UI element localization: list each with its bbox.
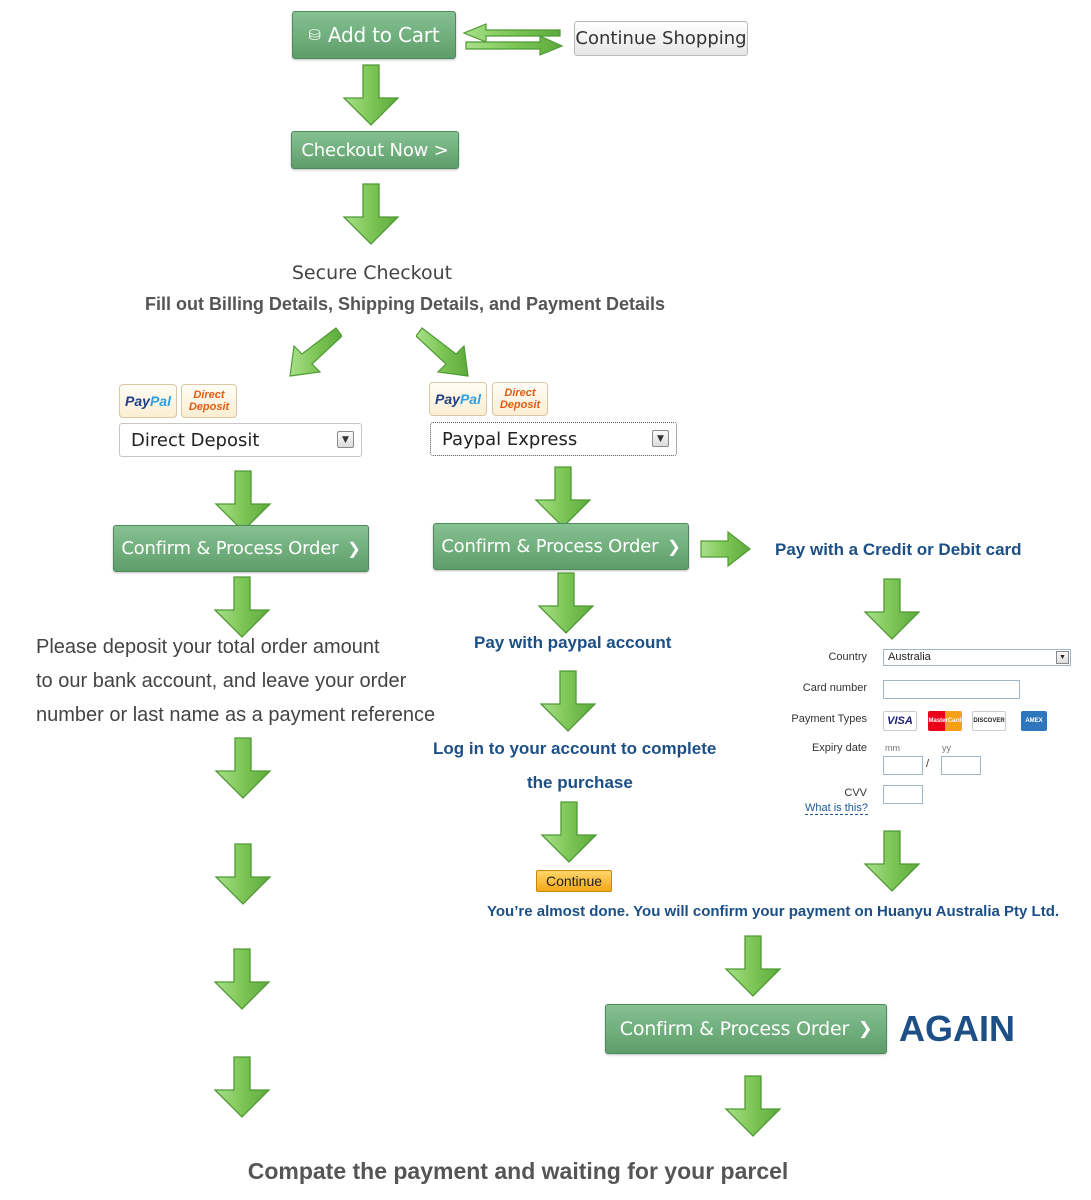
down-arrow-icon — [213, 470, 273, 532]
secure-checkout-subtitle: Fill out Billing Details, Shipping Detai… — [144, 294, 666, 314]
chevron-down-icon: ▼ — [1056, 651, 1069, 664]
card-number-input[interactable] — [883, 680, 1020, 699]
yy-label: yy — [942, 743, 951, 753]
down-arrow-icon — [341, 183, 401, 245]
down-arrow-icon — [862, 830, 922, 892]
down-arrow-icon — [723, 935, 783, 997]
expiry-year-input[interactable] — [941, 756, 981, 775]
down-arrow-icon — [213, 737, 273, 799]
confirm-order-button-deposit[interactable]: Confirm & Process Order ❯ — [113, 525, 369, 572]
country-select[interactable]: Australia ▼ — [883, 649, 1071, 666]
chevron-right-icon: ❯ — [858, 1019, 873, 1039]
mm-label: mm — [885, 743, 900, 753]
down-arrow-icon — [212, 1056, 272, 1118]
cvv-input[interactable] — [883, 785, 923, 804]
down-arrow-icon — [723, 1075, 783, 1137]
down-arrow-icon — [538, 670, 598, 732]
cart-icon: ⛁ — [308, 26, 322, 44]
card-number-label: Card number — [802, 682, 867, 694]
two-way-arrow-icon — [462, 23, 564, 56]
pay-with-card-text: Pay with a Credit or Debit card — [775, 540, 1022, 559]
login-text-line1: Log in to your account to complete — [433, 739, 717, 758]
chevron-right-icon: ❯ — [667, 537, 681, 556]
paypal-continue-button[interactable]: Continue — [536, 870, 612, 892]
chevron-right-icon: ❯ — [347, 539, 361, 558]
down-arrow-icon — [536, 572, 596, 634]
direct-deposit-logo: Direct Deposit — [492, 382, 548, 416]
discover-icon: DISCOVER — [972, 711, 1006, 731]
checkout-now-button[interactable]: Checkout Now > — [291, 131, 459, 169]
down-arrow-icon — [533, 466, 593, 528]
down-arrow-icon — [213, 843, 273, 905]
visa-icon: VISA — [883, 711, 917, 731]
payment-method-select-paypal[interactable]: Paypal Express ▼ — [430, 422, 677, 456]
expiry-month-input[interactable] — [883, 756, 923, 775]
down-arrow-icon — [539, 801, 599, 863]
confirm-order-button-paypal[interactable]: Confirm & Process Order ❯ — [433, 523, 689, 570]
payment-method-select-deposit[interactable]: Direct Deposit ▼ — [119, 423, 362, 457]
diagonal-arrow-left-icon — [289, 327, 342, 377]
down-arrow-icon — [862, 578, 922, 640]
down-arrow-icon — [212, 948, 272, 1010]
continue-shopping-button[interactable]: Continue Shopping — [574, 21, 748, 56]
select-value: Paypal Express — [442, 428, 578, 450]
again-label: AGAIN — [899, 1008, 1015, 1049]
country-label: Country — [828, 651, 867, 663]
what-is-this-link[interactable]: What is this? — [805, 802, 868, 815]
add-to-cart-label: Add to Cart — [327, 23, 440, 47]
payment-types-label: Payment Types — [791, 713, 867, 725]
almost-done-text: You’re almost done. You will confirm you… — [487, 903, 1060, 920]
down-arrow-icon — [341, 64, 401, 126]
mastercard-icon: MasterCard — [928, 711, 962, 731]
footer-text: Compate the payment and waiting for your… — [247, 1158, 789, 1184]
expiry-slash: / — [926, 758, 930, 770]
select-value: Direct Deposit — [131, 429, 260, 451]
diagonal-arrow-right-icon — [416, 327, 469, 377]
final-confirm-order-button[interactable]: Confirm & Process Order ❯ — [605, 1004, 887, 1054]
chevron-down-icon: ▼ — [337, 431, 354, 448]
direct-deposit-logo: Direct Deposit — [181, 384, 237, 418]
amex-icon: AMEX — [1021, 711, 1047, 731]
chevron-down-icon: ▼ — [652, 430, 669, 447]
expiry-label: Expiry date — [811, 742, 867, 754]
add-to-cart-button[interactable]: ⛁ Add to Cart — [292, 11, 456, 59]
pay-with-paypal-text: Pay with paypal account — [474, 633, 672, 652]
secure-checkout-title: Secure Checkout — [291, 262, 453, 284]
deposit-instructions: Please deposit your total order amount t… — [36, 636, 436, 726]
right-arrow-icon — [700, 530, 751, 568]
cvv-label: CVV — [844, 787, 867, 799]
down-arrow-icon — [212, 576, 272, 638]
login-text-line2: the purchase — [527, 773, 633, 792]
